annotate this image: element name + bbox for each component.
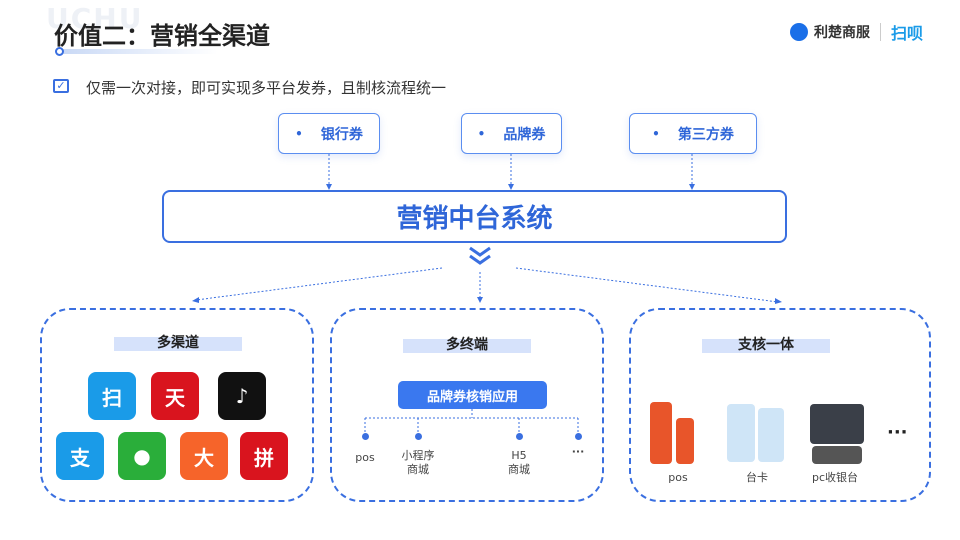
checkbox-icon: ✓ [53,79,69,93]
more-devices: ··· [887,422,908,443]
panel-terminals [330,308,604,502]
panel-title: 多终端 [403,338,531,353]
page-title: 价值二：营销全渠道 [54,22,270,50]
table-card-image [758,408,784,462]
alipay-app-icon: 支 [56,432,104,480]
title-dot [55,47,64,56]
coupon-label: 银行券 [320,126,363,143]
coupon-label: 品牌券 [503,126,546,143]
dianping-app-icon: 大 [180,432,228,480]
bullet: • [477,126,486,141]
brand-logo-icon [790,23,808,41]
marketing-platform: 营销中台系统 [162,190,787,243]
terminal-more: ··· [571,445,585,458]
node-dot [362,433,369,440]
coupon-third-party: • 第三方券 [629,113,757,154]
pc-cashier-base [812,446,862,464]
panel-channels [40,308,314,502]
node-dot [415,433,422,440]
logo-divider [880,23,881,41]
coupon-bank: • 银行券 [278,113,380,154]
coupon-label: 第三方券 [677,126,734,143]
app-name: 扫呗 [891,24,924,43]
device-pc-cashier: pc收银台 [811,471,859,484]
terminal-h5: H5 商城 [508,449,530,476]
title-underline [58,49,218,54]
watermark: UCHU [46,2,144,35]
device-table-card: 台卡 [746,471,768,484]
node-dot [575,433,582,440]
saobei-app-icon: 扫 [88,372,136,420]
pos-device-image [676,418,694,464]
node-dot [516,433,523,440]
pos-device-image [650,402,672,464]
bullet: • [652,126,660,141]
pc-cashier-image [810,404,864,444]
subtitle: 仅需一次对接，即可实现多平台发券，且制核流程统一 [86,79,447,97]
tmall-app-icon: 天 [151,372,199,420]
coupon-brand: • 品牌券 [461,113,562,154]
device-pos: pos [668,471,688,484]
brand-coupon-app-button: 品牌券核销应用 [398,381,547,409]
table-card-image [727,404,755,462]
pinduoduo-app-icon: 拼 [240,432,288,480]
terminal-mini-program: 小程序 商城 [401,449,435,476]
wechat-app-icon: ● [118,432,166,480]
bullet: • [295,126,303,141]
brand-name: 利楚商服 [814,25,870,41]
panel-title: 支核一体 [702,338,830,353]
terminal-pos: pos [355,451,375,464]
panel-title: 多渠道 [114,336,242,351]
logo: 利楚商服 扫呗 [790,20,923,44]
tiktok-app-icon: ♪ [218,372,266,420]
panel-integrated [629,308,931,502]
